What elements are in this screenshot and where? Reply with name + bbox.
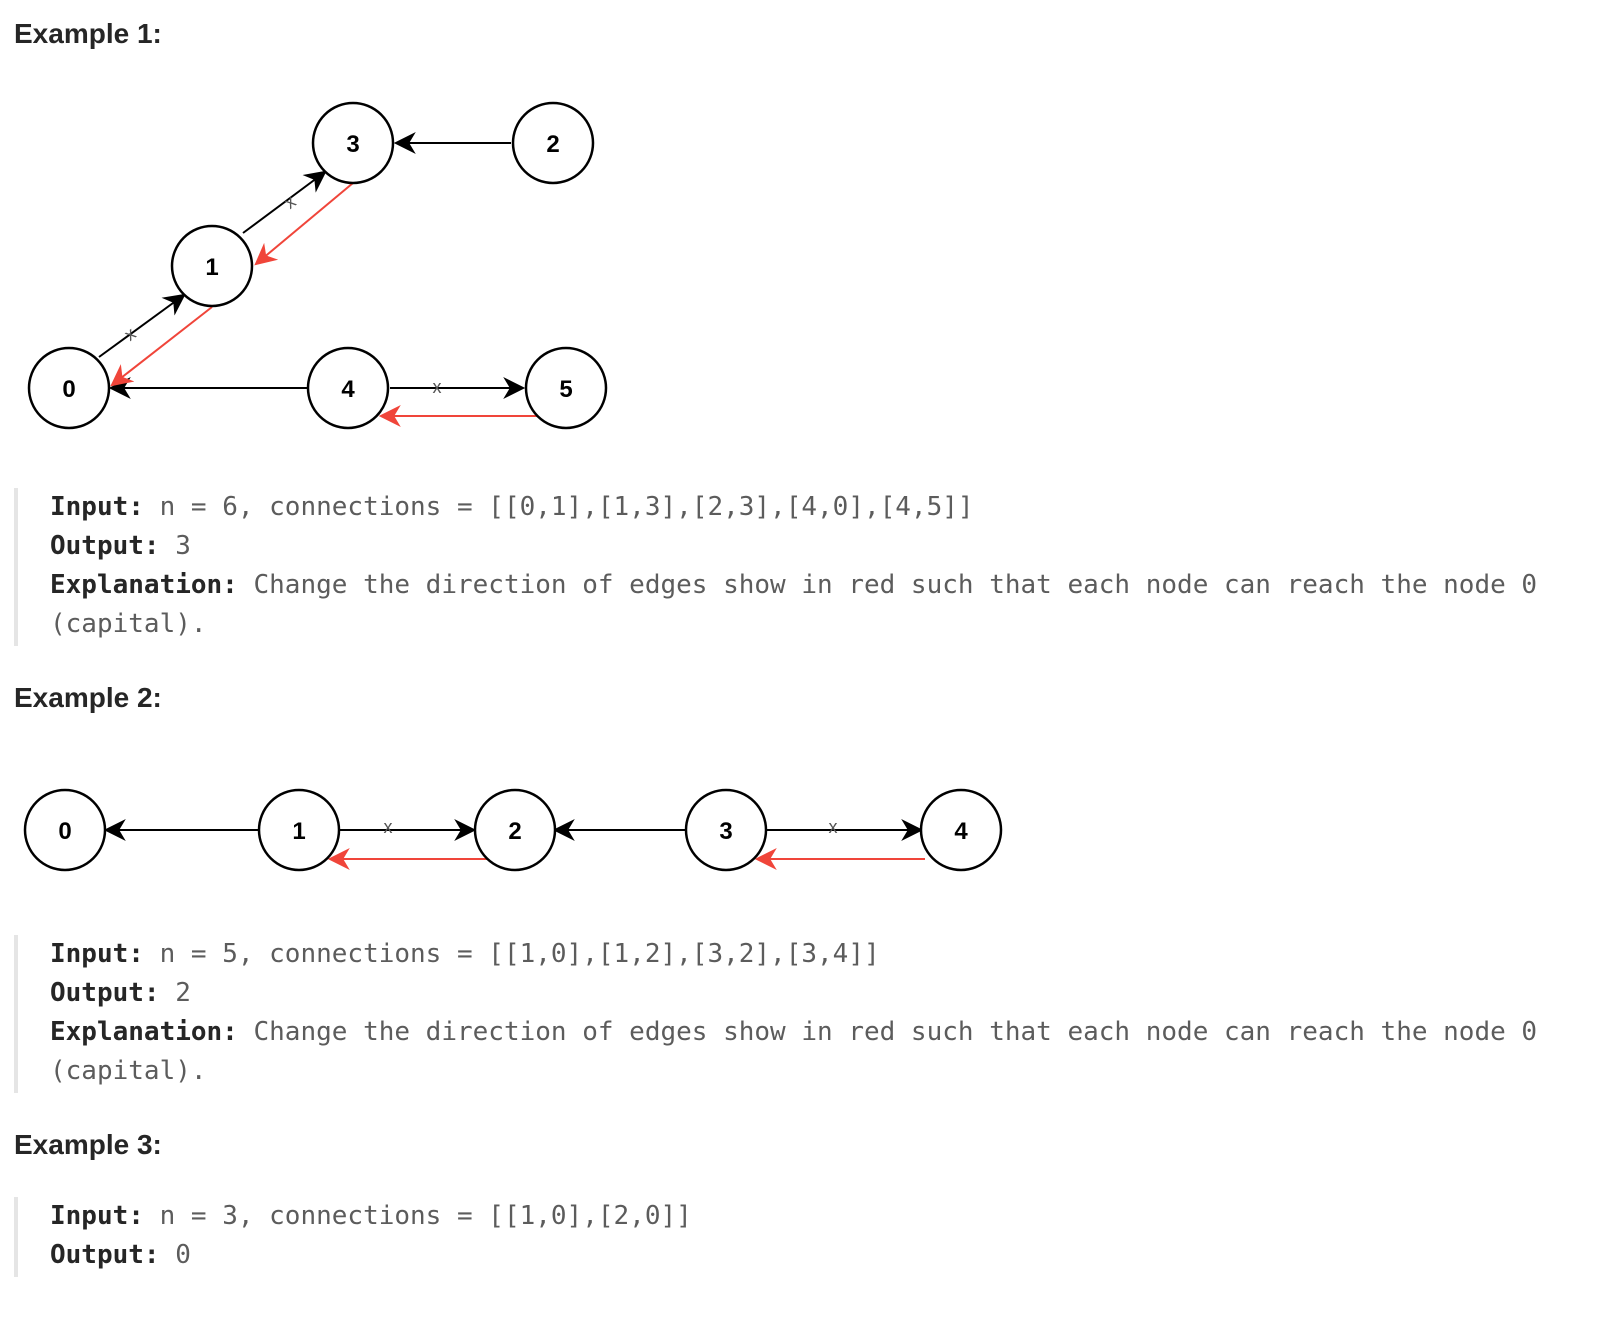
edge-mark: x bbox=[384, 817, 393, 837]
explanation-line: Explanation: Change the direction of edg… bbox=[50, 566, 1574, 644]
graph-node: 2 bbox=[511, 101, 595, 185]
explanation-value: Change the direction of edges show in re… bbox=[50, 1017, 1553, 1086]
output-value: 0 bbox=[159, 1240, 191, 1270]
graph-node: 2 bbox=[473, 788, 557, 872]
output-label: Output: bbox=[50, 531, 160, 561]
explanation-label: Explanation: bbox=[50, 1017, 238, 1047]
node-label: 3 bbox=[346, 131, 359, 158]
graph-node: 5 bbox=[524, 346, 608, 430]
node-label: 1 bbox=[205, 254, 218, 281]
node-label: 2 bbox=[508, 818, 521, 845]
input-label: Input: bbox=[50, 939, 144, 969]
input-value: n = 3, connections = [[1,0],[2,0]] bbox=[143, 1201, 692, 1231]
edge-0-1 bbox=[98, 293, 186, 358]
example-3-heading: Example 3: bbox=[14, 1129, 162, 1160]
output-value: 2 bbox=[159, 978, 191, 1008]
node-label: 1 bbox=[292, 818, 305, 845]
output-line: Output: 3 bbox=[50, 527, 1574, 566]
edge-mark: x bbox=[120, 323, 139, 344]
graph-node: 1 bbox=[170, 224, 254, 308]
reversed-edge-1-0 bbox=[110, 306, 213, 387]
example-3-code: Input: n = 3, connections = [[1,0],[2,0]… bbox=[14, 1197, 1574, 1277]
edge-mark: x bbox=[433, 377, 442, 397]
explanation-line: Explanation: Change the direction of edg… bbox=[50, 1013, 1574, 1091]
graph-node: 4 bbox=[306, 346, 390, 430]
edge-mark: x bbox=[829, 817, 838, 837]
graph-node: 3 bbox=[684, 788, 768, 872]
graph-node: 0 bbox=[23, 788, 107, 872]
output-label: Output: bbox=[50, 1240, 160, 1270]
output-line: Output: 0 bbox=[50, 1236, 1574, 1275]
input-label: Input: bbox=[50, 492, 144, 522]
output-line: Output: 2 bbox=[50, 974, 1574, 1013]
node-label: 5 bbox=[559, 376, 572, 403]
input-value: n = 5, connections = [[1,0],[1,2],[3,2],… bbox=[143, 939, 880, 969]
graph-node: 4 bbox=[919, 788, 1003, 872]
node-label: 2 bbox=[546, 131, 559, 158]
input-value: n = 6, connections = [[0,1],[1,3],[2,3],… bbox=[143, 492, 974, 522]
edge-mark: x bbox=[280, 191, 299, 212]
input-line: Input: n = 6, connections = [[0,1],[1,3]… bbox=[50, 488, 1574, 527]
output-value: 3 bbox=[159, 531, 191, 561]
example-2-heading: Example 2: bbox=[14, 682, 162, 713]
edge-1-3 bbox=[242, 170, 327, 234]
example-2-code: Input: n = 5, connections = [[1,0],[1,2]… bbox=[14, 935, 1574, 1093]
explanation-label: Explanation: bbox=[50, 570, 238, 600]
example-1-code: Input: n = 6, connections = [[0,1],[1,3]… bbox=[14, 488, 1574, 646]
node-label: 0 bbox=[58, 818, 71, 845]
input-label: Input: bbox=[50, 1201, 144, 1231]
graph-node: 3 bbox=[311, 101, 395, 185]
graph-node: 0 bbox=[27, 346, 111, 430]
explanation-value: Change the direction of edges show in re… bbox=[50, 570, 1553, 639]
reversed-edge-3-1 bbox=[254, 182, 354, 266]
node-label: 4 bbox=[954, 818, 968, 845]
node-label: 3 bbox=[719, 818, 732, 845]
output-label: Output: bbox=[50, 978, 160, 1008]
input-line: Input: n = 3, connections = [[1,0],[2,0]… bbox=[50, 1197, 1574, 1236]
example-1-heading: Example 1: bbox=[14, 18, 162, 49]
node-label: 0 bbox=[62, 376, 75, 403]
example-2-graph: x x 0 1 2 3 4 bbox=[23, 788, 1003, 872]
graph-node: 1 bbox=[257, 788, 341, 872]
example-1-graph: x x x 0 1 2 3 4 5 bbox=[27, 101, 608, 430]
node-label: 4 bbox=[341, 376, 355, 403]
input-line: Input: n = 5, connections = [[1,0],[1,2]… bbox=[50, 935, 1574, 974]
